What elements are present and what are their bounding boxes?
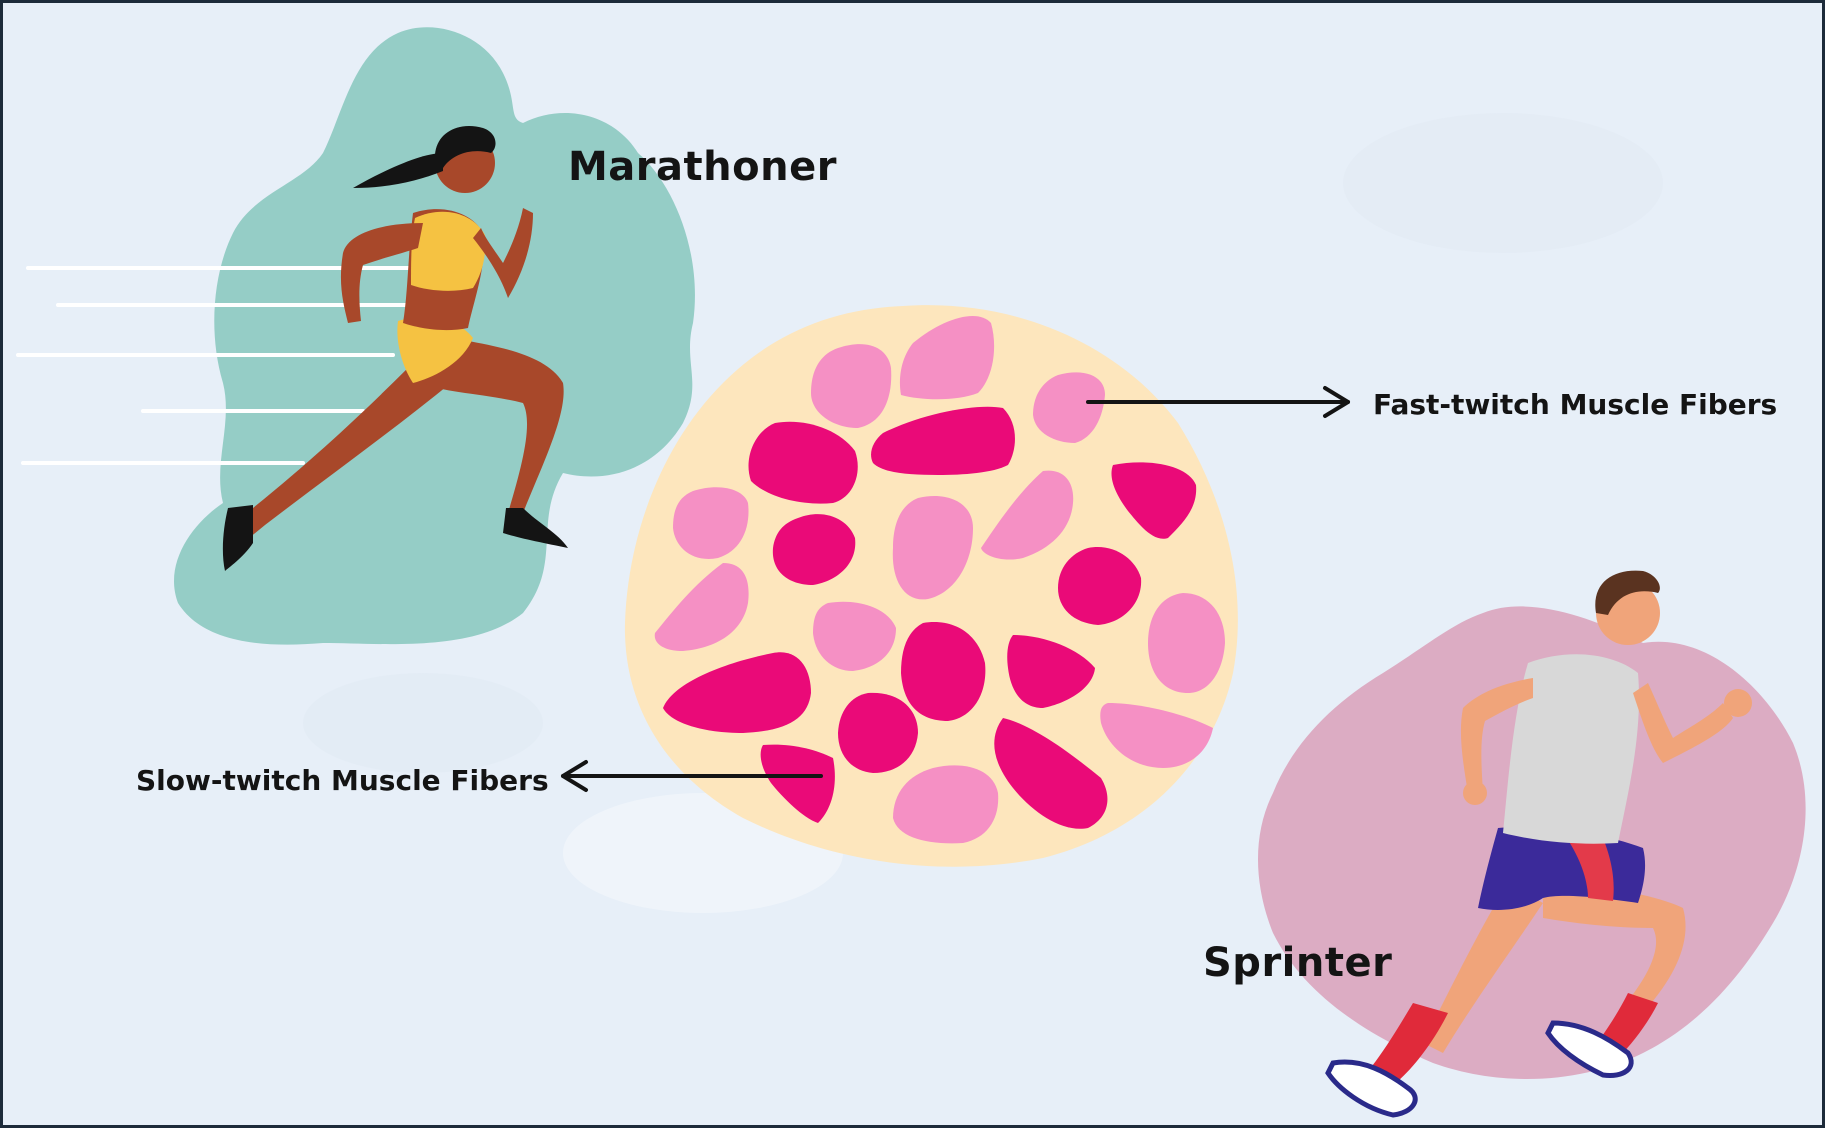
sprinter-label: Sprinter: [1203, 940, 1392, 986]
muscle-fiber-diagram: [3, 3, 1825, 1128]
marathoner-label: Marathoner: [568, 144, 837, 190]
fast-twitch-label: Fast-twitch Muscle Fibers: [1373, 388, 1777, 421]
slow-twitch-label: Slow-twitch Muscle Fibers: [136, 764, 549, 797]
muscle-cross-section: [625, 305, 1238, 867]
